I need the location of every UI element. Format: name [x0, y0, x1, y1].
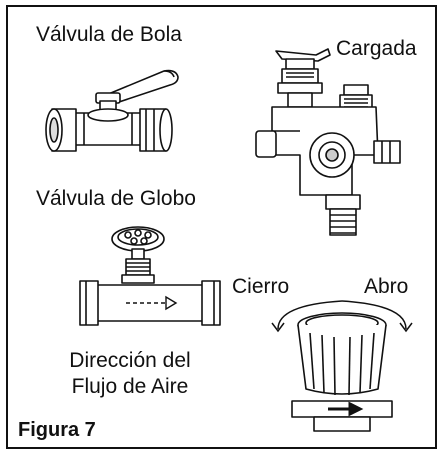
- ball-valve-illustration: [45, 69, 179, 152]
- globe-valve-label: Válvula de Globo: [36, 187, 196, 210]
- ball-valve-label: Válvula de Bola: [36, 23, 182, 46]
- rotation-arrow-left-icon: [277, 300, 343, 330]
- globe-valve-illustration: [79, 226, 221, 326]
- knob-illustration: [271, 300, 413, 432]
- close-label: Cierro: [232, 275, 290, 298]
- open-label: Abro: [364, 275, 409, 298]
- charged-valve-illustration: [255, 48, 401, 236]
- figure-frame: Válvula de Bola Cargada Válvula de Globo…: [6, 5, 437, 449]
- airflow-label-line2: Flujo de Aire: [71, 375, 189, 398]
- figure-label: Figura 7: [18, 419, 96, 441]
- charged-label: Cargada: [336, 37, 417, 60]
- airflow-label-line1: Dirección del: [69, 349, 191, 372]
- rotation-arrow-right-icon: [341, 300, 407, 330]
